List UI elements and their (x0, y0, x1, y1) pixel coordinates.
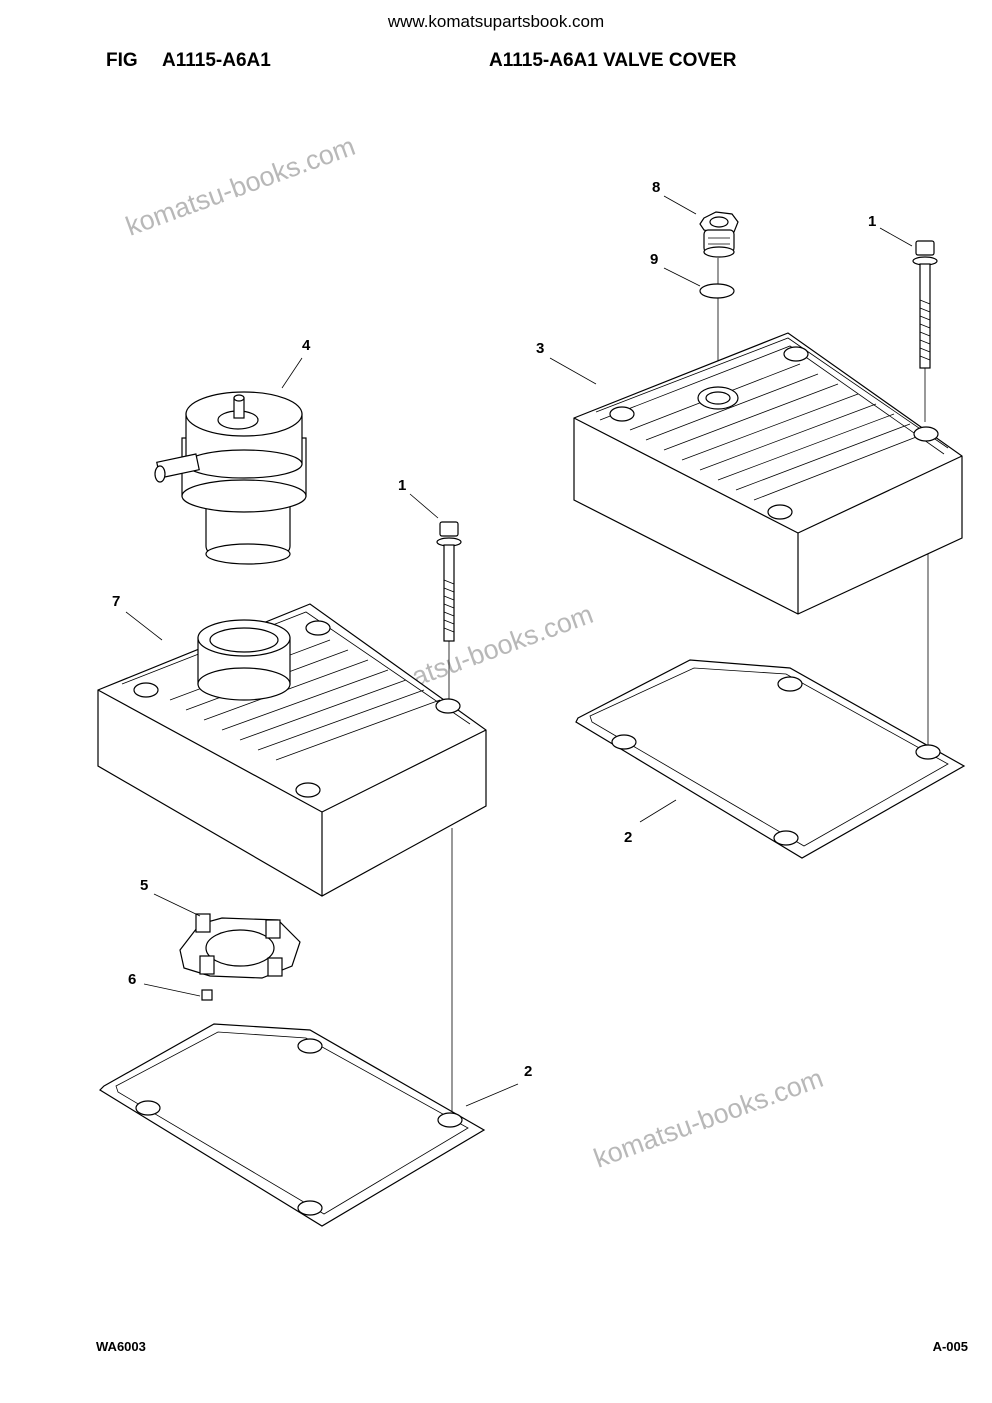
svg-text:6: 6 (128, 971, 136, 988)
bolt-part (912, 240, 938, 369)
plug-part (699, 211, 739, 258)
gasket-left-part (99, 1023, 486, 1227)
breather-part (154, 391, 307, 565)
svg-text:5: 5 (140, 877, 148, 894)
valve-cover-right-part (573, 332, 963, 615)
bracket-part (179, 913, 301, 979)
callout: 2 (624, 799, 677, 846)
callout: 1 (868, 213, 913, 247)
valve-cover-left-part (97, 603, 487, 897)
site-url[interactable]: www.komatsupartsbook.com (387, 12, 605, 31)
callout: 3 (536, 340, 597, 385)
footer-page-number: A-005 (932, 1339, 968, 1354)
svg-text:2: 2 (524, 1063, 532, 1080)
callout: 8 (652, 179, 697, 215)
watermark: komatsu-books.com (122, 131, 359, 242)
svg-text:8: 8 (652, 179, 660, 196)
callout: 4 (281, 337, 311, 389)
gasket-right-part (575, 659, 966, 859)
o-ring-part (699, 283, 735, 299)
screw-part (201, 989, 213, 1001)
callout: 7 (112, 593, 163, 641)
svg-text:4: 4 (302, 337, 311, 354)
footer-model-code: WA6003 (96, 1339, 146, 1354)
svg-text:1: 1 (868, 213, 876, 230)
fig-label: FIG (106, 50, 138, 71)
svg-text:9: 9 (650, 251, 658, 268)
callout: 2 (465, 1063, 532, 1107)
svg-text:3: 3 (536, 340, 544, 357)
callout: 1 (398, 477, 439, 519)
callout: 5 (140, 877, 201, 917)
svg-text:1: 1 (398, 477, 406, 494)
fig-title: A1115-A6A1 VALVE COVER (489, 50, 737, 71)
svg-text:2: 2 (624, 829, 632, 846)
watermark: komatsu-books.com (590, 1063, 827, 1174)
callout: 6 (128, 971, 201, 997)
fig-code: A1115-A6A1 (162, 50, 271, 71)
svg-text:7: 7 (112, 593, 120, 610)
bolt-part (436, 521, 462, 642)
callout: 9 (650, 251, 701, 287)
